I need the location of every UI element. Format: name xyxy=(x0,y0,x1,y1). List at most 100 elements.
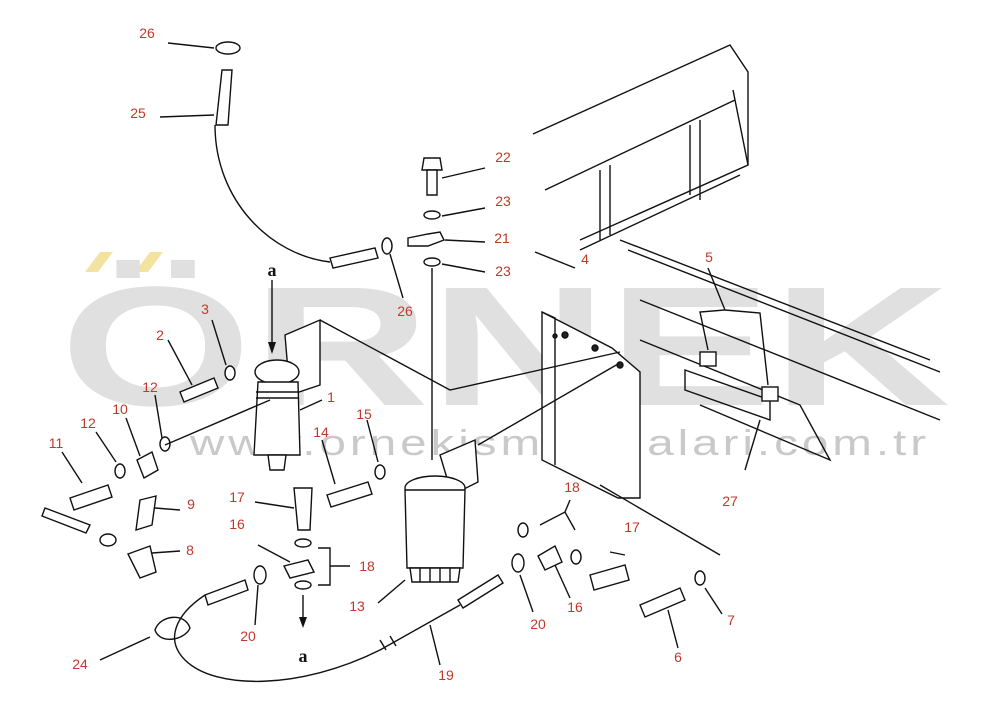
clamp-24 xyxy=(154,616,191,640)
bolt-6 xyxy=(639,587,686,618)
middle-fittings xyxy=(282,464,386,628)
leader xyxy=(125,417,141,457)
banjo-bolt-head xyxy=(421,157,443,171)
leader-lines xyxy=(61,42,769,666)
leader xyxy=(167,42,215,49)
washer-15 xyxy=(374,464,386,480)
hose-clamp-top xyxy=(215,41,241,55)
callout-label: 18 xyxy=(359,558,375,574)
callout-label: 26 xyxy=(139,25,155,41)
callout-label: 6 xyxy=(674,649,682,665)
callout-label: 11 xyxy=(49,435,64,451)
callout-label: 3 xyxy=(201,301,209,317)
bolt-2 xyxy=(179,377,219,403)
leader xyxy=(321,439,336,485)
callout-label: 2 xyxy=(156,327,164,343)
callout-label: 27 xyxy=(722,493,738,509)
hose-end-top xyxy=(215,69,233,126)
leader xyxy=(564,499,571,513)
leader xyxy=(151,550,181,554)
leader xyxy=(159,114,215,118)
plate-hole xyxy=(552,333,558,339)
plate-hole xyxy=(616,361,624,369)
bolt-14 xyxy=(326,481,373,508)
leader xyxy=(377,579,406,604)
callout-label: 23 xyxy=(495,193,511,209)
callout-label: 19 xyxy=(438,667,454,683)
leader xyxy=(444,239,486,243)
elbow-8 xyxy=(127,545,157,579)
right-fittings xyxy=(457,484,721,618)
filter2-base xyxy=(409,567,461,583)
plate-hole xyxy=(591,344,599,352)
callout-label: 12 xyxy=(142,379,158,395)
view-marker-lower: a xyxy=(299,646,308,666)
view-marker-upper: a xyxy=(268,260,277,280)
clamp-left xyxy=(99,533,117,547)
callout-label: 22 xyxy=(495,149,511,165)
hose-stub-right xyxy=(457,574,504,609)
line-break-mark xyxy=(379,635,397,651)
washer-18-upper xyxy=(294,538,312,548)
banjo-fitting xyxy=(407,231,445,247)
callout-label: 9 xyxy=(187,496,195,512)
bracket-plate xyxy=(541,310,641,499)
filter-bowl xyxy=(253,381,301,456)
frame-rail-top xyxy=(532,44,749,241)
banjo-fitting-set xyxy=(407,157,445,460)
clip-block-right xyxy=(761,386,779,402)
banjo-bolt-shank xyxy=(426,169,438,196)
bolt-17-left xyxy=(293,487,313,531)
leader xyxy=(744,419,761,471)
hose-line xyxy=(214,124,331,263)
banjo-16-left xyxy=(282,559,316,579)
filter-bowl-bands xyxy=(256,391,299,399)
leader xyxy=(366,419,379,463)
callout-label: 13 xyxy=(349,598,365,614)
bracket-leader-right xyxy=(599,484,721,556)
leader xyxy=(441,207,486,217)
secondary-filter xyxy=(404,363,619,583)
frame-ribs xyxy=(599,120,701,240)
callout-numbers: 26 25 22 23 21 23 4 5 26 3 2 1 12 10 12 … xyxy=(49,25,738,683)
mount-slot xyxy=(684,369,771,421)
fuel-line-19 xyxy=(174,594,461,683)
leader xyxy=(257,544,291,563)
leader xyxy=(154,507,181,511)
leader xyxy=(441,167,486,179)
callout-label: 17 xyxy=(229,489,245,505)
filter2-body xyxy=(404,489,466,569)
clamp-20-left xyxy=(253,565,267,585)
leader-5 xyxy=(699,267,769,386)
washer-12-lower xyxy=(114,463,126,479)
callout-label: 23 xyxy=(495,263,511,279)
leader xyxy=(299,399,323,411)
view-arrow-lower-head xyxy=(299,617,307,628)
leader xyxy=(704,587,723,615)
washer-12-upper xyxy=(159,436,171,452)
leader-washer-filter xyxy=(164,399,271,446)
banjo-16-right xyxy=(537,544,563,571)
view-arrow-head xyxy=(268,342,276,354)
watermark-accent-right xyxy=(135,252,163,272)
plate-hole xyxy=(561,331,569,339)
callout-label: 5 xyxy=(705,249,713,265)
filter-head xyxy=(254,359,300,385)
washer-lower xyxy=(423,257,441,267)
leader xyxy=(254,501,295,509)
callout-label: 18 xyxy=(564,479,580,495)
callout-label: 12 xyxy=(80,415,96,431)
plate-outline xyxy=(541,310,641,499)
callout-label: 20 xyxy=(240,628,256,644)
leader xyxy=(95,431,117,463)
callout-label: 4 xyxy=(581,251,589,267)
watermark-brand: ÖRNEK xyxy=(60,252,950,442)
lower-fuel-line xyxy=(154,565,461,683)
callout-label: 24 xyxy=(72,656,88,672)
leader xyxy=(441,263,486,273)
hose-end-fitting xyxy=(329,247,379,269)
clamp-20-right xyxy=(511,553,525,573)
leader xyxy=(167,339,193,386)
callout-label: 16 xyxy=(229,516,245,532)
